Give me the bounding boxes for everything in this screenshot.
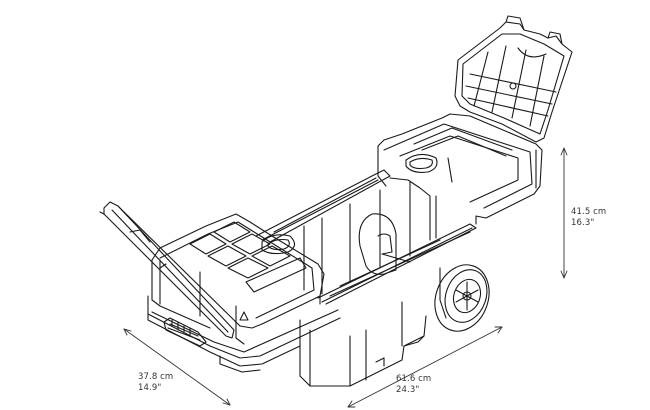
base-skid <box>147 313 301 373</box>
wheel <box>434 264 490 332</box>
lower-tub <box>299 301 427 387</box>
depth-dimension-line <box>123 328 231 406</box>
height-dimension-label: 41.5 cm 16.3" <box>571 207 606 229</box>
arrow-head-icon <box>347 400 356 408</box>
depth-imperial: 14.9" <box>138 383 162 393</box>
depth-dimension-label: 37.8 cm 14.9" <box>138 372 173 394</box>
width-imperial: 24.3" <box>396 385 420 395</box>
right-lid <box>454 15 573 143</box>
height-metric: 41.5 cm <box>571 207 607 217</box>
width-metric: 61.6 cm <box>396 374 432 384</box>
arrow-head-icon <box>560 147 568 156</box>
right-storage-bin <box>377 113 543 225</box>
height-imperial: 16.3" <box>571 218 595 228</box>
arrow-head-icon <box>494 326 503 334</box>
width-dimension-line <box>347 326 503 408</box>
left-organizer-tray <box>147 213 341 359</box>
dimension-arrows <box>123 147 568 408</box>
main-trough <box>255 169 477 305</box>
depth-metric: 37.8 cm <box>138 372 174 382</box>
arrow-head-icon <box>123 328 132 336</box>
left-organizer-lid <box>99 201 241 339</box>
arrow-head-icon <box>222 398 231 406</box>
width-dimension-label: 61.6 cm 24.3" <box>396 374 431 396</box>
arrow-head-icon <box>560 270 568 279</box>
